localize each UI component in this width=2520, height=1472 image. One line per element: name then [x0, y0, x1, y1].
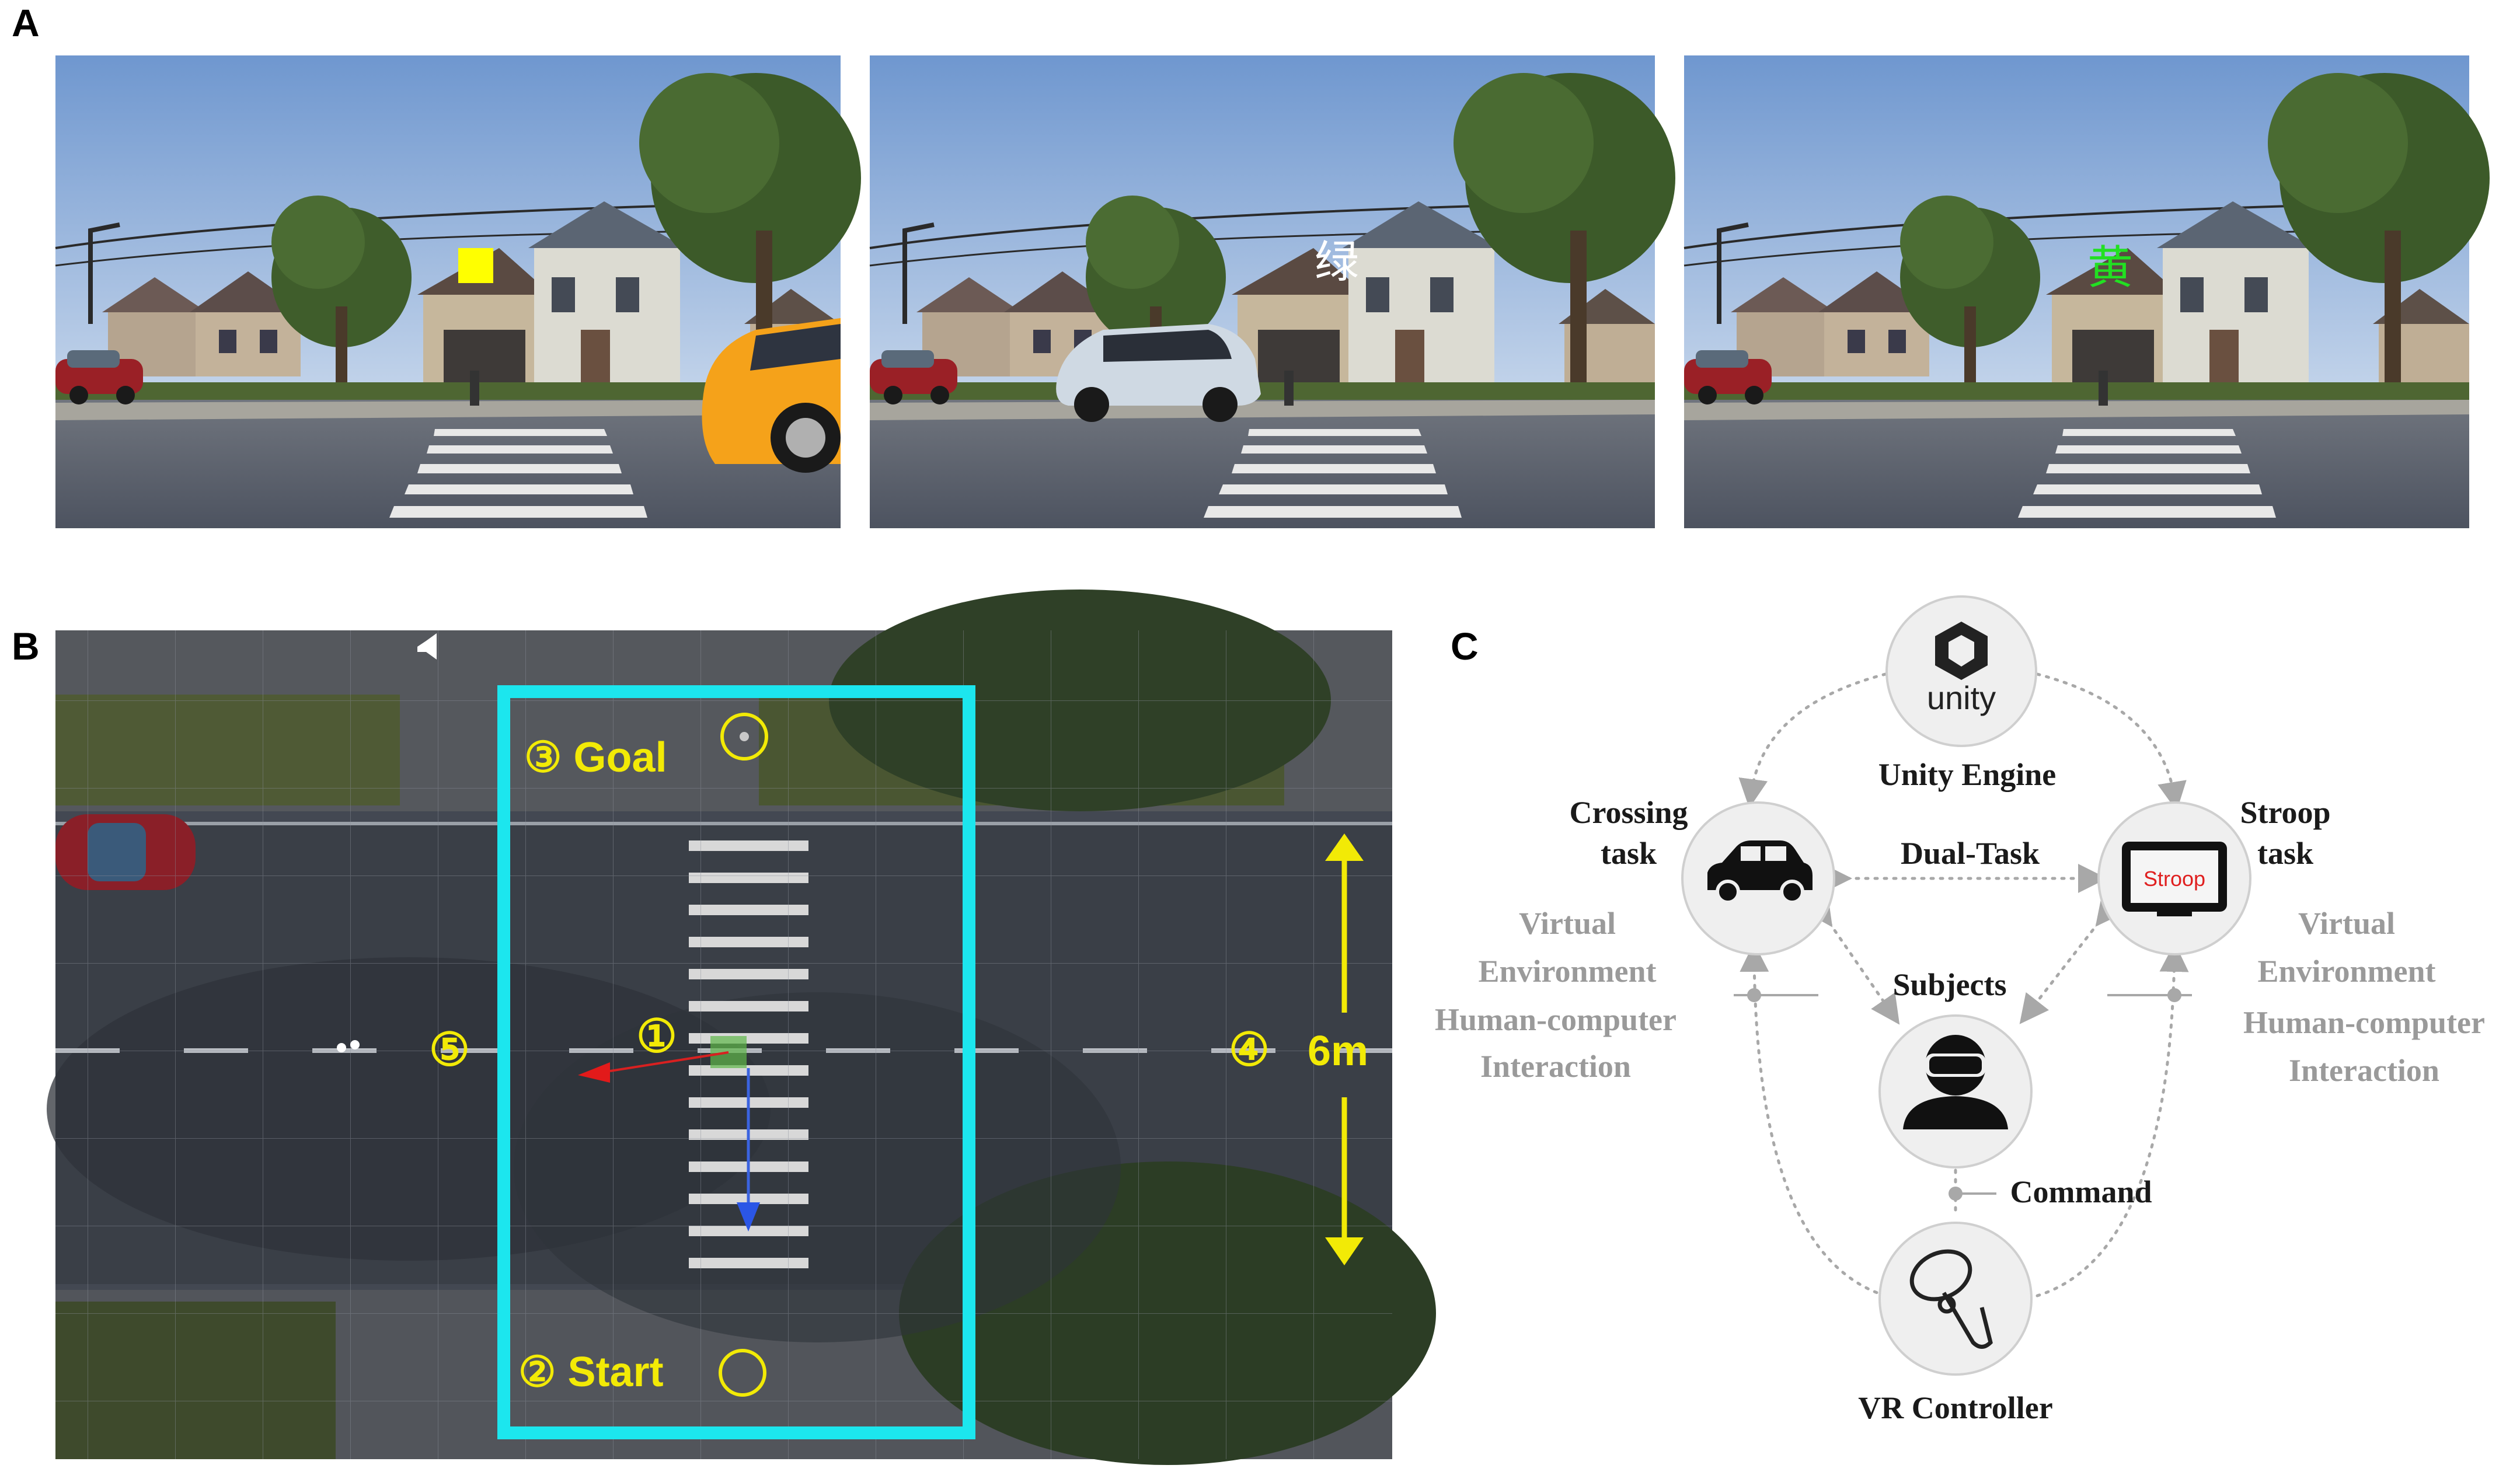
right-ve-line2: Environment: [2257, 954, 2435, 989]
distance-label: 6m: [1308, 1028, 1368, 1075]
unity-logo-text: unity: [1927, 679, 1996, 716]
vr-controller-label: VR Controller: [1858, 1390, 2052, 1425]
panel-letter-b: B: [12, 625, 40, 668]
yellow-square-stimulus: [458, 248, 493, 283]
right-ve-line1: Virtual: [2298, 906, 2395, 941]
monitor-icon: Stroop: [2122, 842, 2227, 916]
crossing-label-line2: task: [1601, 836, 1657, 871]
dual-task-label: Dual-Task: [1901, 836, 2040, 871]
scene-1: [55, 55, 861, 528]
scene-3: 黄: [1684, 55, 2490, 528]
car-icon: [1707, 840, 1813, 904]
start-label: ② Start: [518, 1349, 664, 1396]
unity-logo-icon: [1935, 622, 1988, 680]
start-marker: [719, 1349, 766, 1397]
left-ve-line2: Environment: [1478, 954, 1656, 989]
vr-controller-icon: [1909, 1249, 1993, 1349]
right-hci-line2: Interaction: [2289, 1053, 2439, 1088]
stroop-screen-text: Stroop: [2143, 867, 2205, 891]
subjects-label: Subjects: [1892, 967, 2006, 1002]
system-diagram: unity Unity Engine Crossing task Stroop: [1435, 595, 2485, 1425]
vr-headset-person-icon: [1903, 1035, 2008, 1129]
scene-2: 绿: [870, 55, 1675, 528]
stroop-stimulus-green-word: 绿: [1315, 236, 1359, 288]
unity-engine-label: Unity Engine: [1878, 757, 2057, 792]
blue-direction-arrow: [737, 1202, 760, 1232]
stroop-label-line1: Stroop: [2240, 795, 2330, 830]
distance-arrow: [1325, 833, 1364, 1265]
right-hci-line1: Human-computer: [2243, 1005, 2485, 1040]
red-direction-arrow: [578, 1062, 610, 1083]
unity-node: unity: [1885, 595, 2037, 747]
van-car: [1056, 324, 1261, 422]
marker-1-label: ①: [636, 1010, 677, 1062]
goal-marker: [720, 713, 768, 761]
left-ve-line1: Virtual: [1519, 906, 1616, 941]
left-hci-line2: Interaction: [1480, 1049, 1631, 1084]
vr-controller-node: [1878, 1222, 2033, 1376]
experiment-area-box: [497, 685, 975, 1439]
taxi-car: [702, 318, 841, 473]
panel-letter-c: C: [1451, 625, 1479, 668]
left-hci-line1: Human-computer: [1435, 1002, 1676, 1037]
stroop-label-line2: task: [2257, 836, 2313, 871]
marker-4-label: ④: [1229, 1024, 1270, 1075]
goal-label: ③ Goal: [524, 734, 667, 781]
stroop-stimulus-yellow-word: 黄: [2087, 242, 2133, 294]
stroop-task-node: Stroop: [2097, 801, 2251, 955]
crossing-task-node: [1681, 801, 1835, 955]
subjects-node: [1878, 1014, 2033, 1168]
panel-letter-a: A: [12, 1, 40, 44]
command-label: Command: [2010, 1174, 2152, 1209]
speaker-icon: [417, 633, 437, 660]
top-down-map: ③ Goal ② Start ① ⑤ ④ 6m: [47, 590, 1436, 1465]
pedestrian-avatar: [710, 1036, 747, 1068]
marker-5-label: ⑤: [429, 1024, 470, 1075]
crossing-label-line1: Crossing: [1569, 795, 1688, 830]
